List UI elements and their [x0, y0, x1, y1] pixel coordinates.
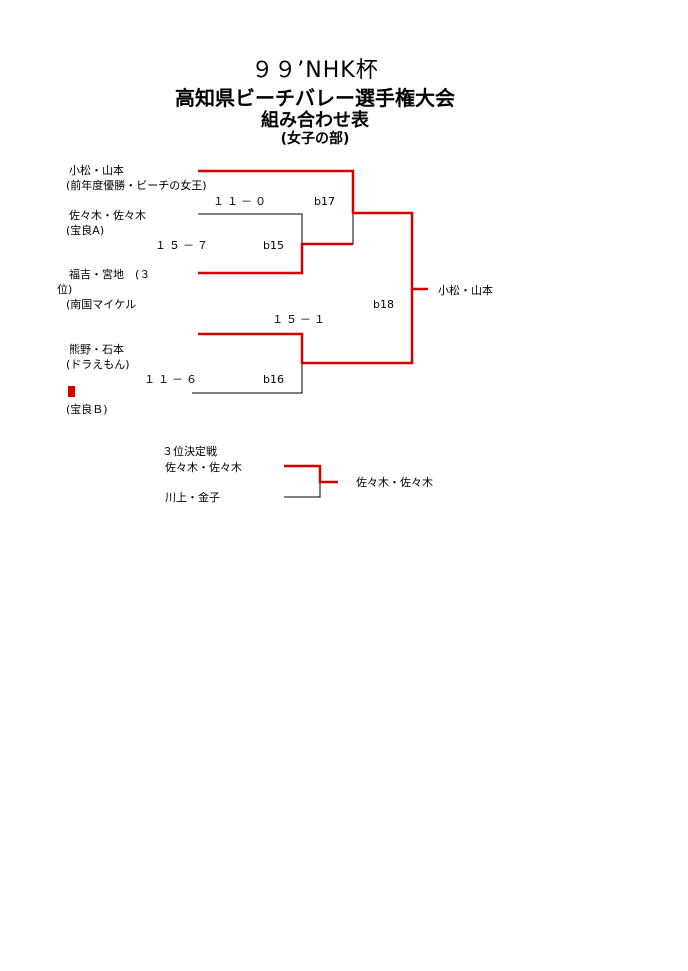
third-place-label: ３位決定戦 [162, 445, 217, 458]
match-b16-score: １１－６ [144, 373, 200, 386]
team-2-note: (宝良A) [66, 224, 105, 237]
team-3-note2: (南国マイケル [66, 298, 137, 311]
line-team5 [192, 364, 303, 394]
match-b15-score: １５－７ [155, 239, 211, 252]
win-line-team4 [198, 289, 414, 365]
win-line-team3 [198, 242, 353, 275]
third-place-winner: 佐々木・佐々木 [356, 476, 433, 489]
team-2-name: 佐々木・佐々木 [69, 209, 146, 222]
team-4-name: 熊野・石本 [69, 343, 124, 356]
tournament-title: ９９’NHK杯 [251, 58, 379, 83]
team-3-name: 福吉・宮地 (３ [69, 268, 151, 281]
win-line-third [284, 464, 338, 484]
third-place-team-2: 川上・金子 [165, 491, 220, 504]
match-b15-id: b15 [263, 239, 284, 252]
line-third-team2 [284, 482, 321, 498]
team-1-name: 小松・山本 [69, 164, 124, 177]
match-b17-id: b17 [314, 195, 335, 208]
line-team2 [198, 213, 303, 244]
team-4-note: (ドラえもん) [66, 358, 130, 371]
third-place-team-1: 佐々木・佐々木 [165, 461, 242, 474]
team-1-note: (前年度優勝・ビーチの女王) [66, 179, 207, 192]
win-line-team1 [198, 169, 428, 291]
match-b18-score: １５－１ [272, 313, 328, 326]
match-b17-score: １１－０ [213, 195, 269, 208]
line-b15-to-b17-down [302, 214, 354, 245]
champion-name: 小松・山本 [438, 284, 493, 297]
bracket-heading: 組み合わせ表 [261, 110, 369, 131]
team-5-note: (宝良Ｂ) [66, 403, 108, 416]
division-label: (女子の部) [280, 131, 350, 147]
championship-name: 高知県ビーチバレー選手権大会 [175, 86, 455, 110]
match-b16-id: b16 [263, 373, 284, 386]
team-3-note: 位) [57, 283, 73, 296]
team-5-marker [68, 386, 75, 397]
match-b18-id: b18 [373, 298, 394, 311]
